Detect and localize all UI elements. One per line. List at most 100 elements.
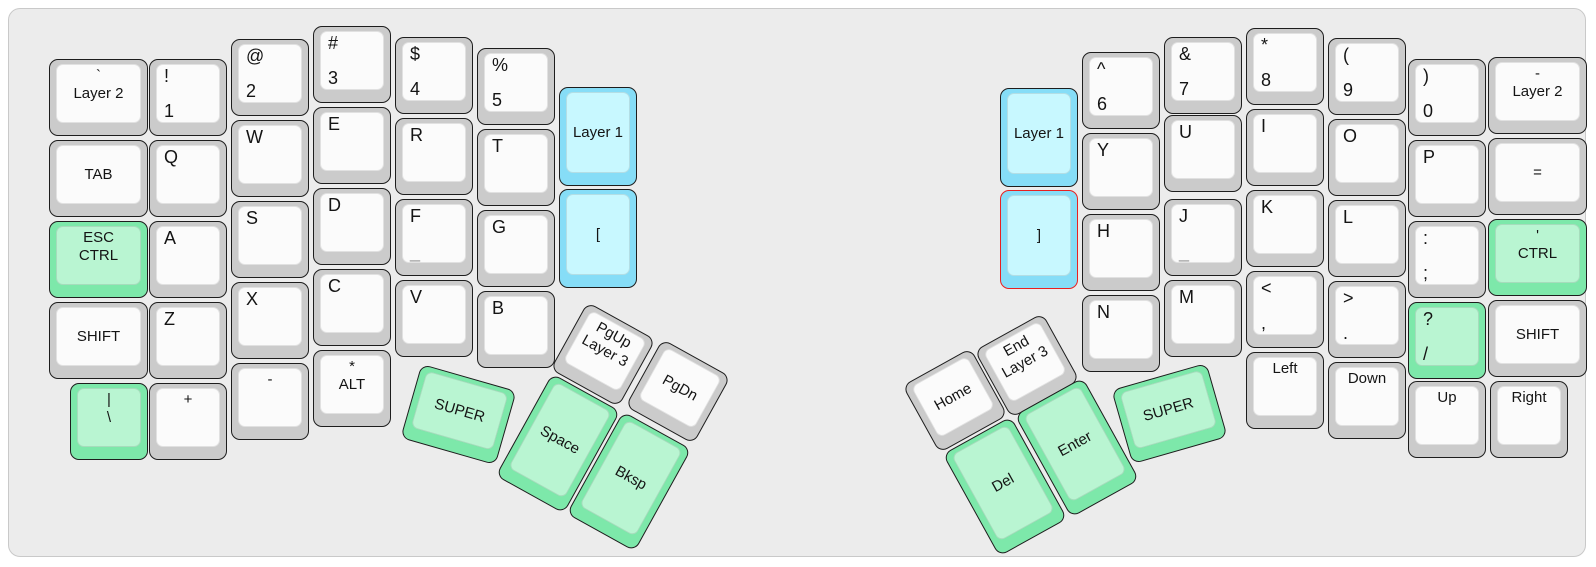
key-layer1-left[interactable]: Layer 1	[559, 87, 637, 186]
key-legend-main: [	[595, 225, 601, 243]
key-legend-top: P	[1423, 147, 1436, 167]
key-legend-top: Y	[1097, 140, 1110, 160]
key-arrow-down[interactable]: Down	[1328, 362, 1406, 439]
keycap-face: :;	[1415, 226, 1479, 285]
key-w[interactable]: W	[231, 120, 309, 197]
key-legend-top: C	[328, 276, 341, 296]
key-1[interactable]: !1	[149, 59, 227, 136]
key-g[interactable]: G	[477, 210, 555, 287]
keycap-face: J_	[1171, 204, 1235, 263]
key-2[interactable]: @2	[231, 39, 309, 116]
key-legend-top: <	[1261, 278, 1272, 298]
key-legend-front: _	[410, 242, 421, 262]
key-layer1-right[interactable]: Layer 1	[1000, 88, 1078, 187]
key-y[interactable]: Y	[1082, 133, 1160, 210]
key-e[interactable]: E	[313, 107, 391, 184]
key-u[interactable]: U	[1164, 115, 1242, 192]
key-minus-layer2[interactable]: -Layer 2	[1488, 57, 1587, 134]
key-comma[interactable]: <,	[1246, 271, 1324, 348]
key-legend-top: M	[1179, 287, 1194, 307]
key-legend-main: Del	[988, 469, 1017, 495]
key-f[interactable]: F_	[395, 199, 473, 276]
key-i[interactable]: I	[1246, 109, 1324, 186]
key-legend-top: U	[1179, 122, 1192, 142]
key-c[interactable]: C	[313, 269, 391, 346]
keycap-face: Up	[1415, 386, 1479, 445]
key-l[interactable]: L	[1328, 200, 1406, 277]
key-pipe-backslash[interactable]: |\	[70, 383, 148, 460]
key-shift-right[interactable]: SHIFT	[1488, 300, 1587, 377]
key-shift-left[interactable]: SHIFT	[49, 302, 148, 379]
key-3[interactable]: #3	[313, 26, 391, 103]
key-v[interactable]: V	[395, 280, 473, 357]
key-b[interactable]: B	[477, 291, 555, 368]
key-legend-top: O	[1343, 126, 1358, 146]
keycap-face: M	[1171, 285, 1235, 344]
key-left-bracket[interactable]: [	[559, 189, 637, 288]
key-x[interactable]: X	[231, 282, 309, 359]
key-asterisk-alt[interactable]: *ALT	[313, 350, 391, 427]
key-a[interactable]: A	[149, 221, 227, 298]
key-legend-main: Enter	[1055, 426, 1095, 460]
key-t[interactable]: T	[477, 129, 555, 206]
key-8[interactable]: *8	[1246, 28, 1324, 105]
key-legend-main: .	[1343, 323, 1349, 343]
keycap-face: X	[238, 287, 302, 346]
key-d[interactable]: D	[313, 188, 391, 265]
key-legend-main: PgDn	[659, 370, 701, 404]
key-legend-top: Down	[1347, 370, 1387, 387]
key-semicolon[interactable]: :;	[1408, 221, 1486, 298]
keycap-face: B	[484, 296, 548, 355]
key-legend-main: ALT	[338, 375, 366, 393]
key-legend-main: 4	[410, 79, 421, 99]
key-9[interactable]: (9	[1328, 38, 1406, 115]
key-equals[interactable]: =	[1488, 138, 1587, 215]
key-arrow-up[interactable]: Up	[1408, 381, 1486, 458]
key-question-slash[interactable]: ?/	[1408, 302, 1486, 379]
keycap-face: U	[1171, 120, 1235, 179]
key-legend-top: D	[328, 195, 341, 215]
key-5[interactable]: %5	[477, 48, 555, 125]
key-legend-top: -	[267, 371, 273, 388]
key-quote-ctrl[interactable]: 'CTRL	[1488, 219, 1587, 296]
key-s[interactable]: S	[231, 201, 309, 278]
key-legend-main: 2	[246, 81, 257, 101]
keycap-face: PgDn	[637, 346, 723, 429]
keycap-face: P	[1415, 145, 1479, 204]
key-period[interactable]: >.	[1328, 281, 1406, 358]
key-right-bracket[interactable]: ]	[1000, 190, 1078, 289]
key-minus[interactable]: -	[231, 363, 309, 440]
key-n[interactable]: N	[1082, 295, 1160, 372]
key-4[interactable]: $4	[395, 37, 473, 114]
key-legend-top: )	[1423, 66, 1429, 86]
key-legend-top: R	[410, 125, 423, 145]
key-z[interactable]: Z	[149, 302, 227, 379]
key-legend-main: TAB	[84, 165, 113, 183]
key-q[interactable]: Q	[149, 140, 227, 217]
key-m[interactable]: M	[1164, 280, 1242, 357]
key-h[interactable]: H	[1082, 214, 1160, 291]
key-arrow-left[interactable]: Left	[1246, 352, 1324, 429]
key-r[interactable]: R	[395, 118, 473, 195]
key-0[interactable]: )0	[1408, 59, 1486, 136]
key-super-left[interactable]: SUPER	[399, 363, 517, 465]
keycap-face: Layer 1	[1007, 93, 1071, 174]
key-grave-layer2[interactable]: `Layer 2	[49, 59, 148, 136]
key-j[interactable]: J_	[1164, 199, 1242, 276]
keycap-face: H	[1089, 219, 1153, 278]
key-o[interactable]: O	[1328, 119, 1406, 196]
key-p[interactable]: P	[1408, 140, 1486, 217]
key-super-right[interactable]: SUPER	[1110, 362, 1228, 464]
keycap-face: %5	[484, 53, 548, 112]
key-7[interactable]: &7	[1164, 37, 1242, 114]
key-arrow-right[interactable]: Right	[1490, 381, 1568, 458]
key-plus[interactable]: +	[149, 383, 227, 460]
key-6[interactable]: ^6	[1082, 52, 1160, 129]
key-tab[interactable]: TAB	[49, 140, 148, 217]
key-legend-main: ,	[1261, 313, 1267, 333]
key-k[interactable]: K	[1246, 190, 1324, 267]
keycap-face: G	[484, 215, 548, 274]
